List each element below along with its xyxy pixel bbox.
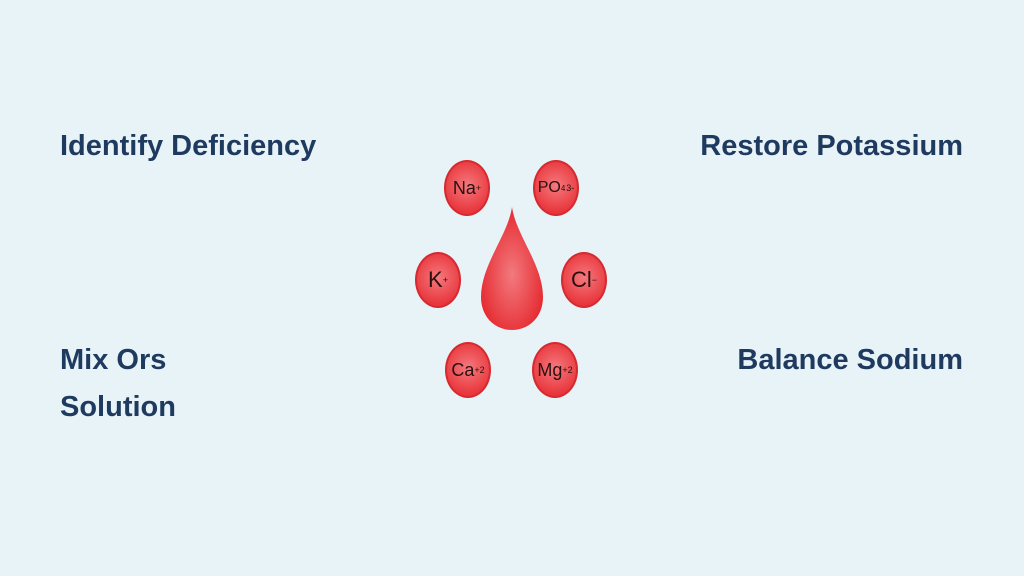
ion-charge: +2 [474,365,485,375]
ion-charge: +2 [562,365,573,375]
ion-symbol: PO [537,179,561,196]
ion-subscript: 4 [560,183,566,193]
ion-magnesium: Mg+2 [532,342,578,398]
step-balance-sodium: Balance Sodium [737,344,963,376]
ion-chloride: Cl− [561,252,607,308]
step-line-2: Solution [60,391,176,423]
ion-symbol: Na [452,177,476,198]
ion-symbol: K [428,267,443,292]
blood-drop-icon [481,207,543,330]
ion-symbol: Cl [570,267,592,292]
ion-calcium: Ca+2 [445,342,491,398]
step-mix-ors-solution: Mix Ors Solution [60,337,176,431]
ion-charge: + [442,275,448,285]
ion-symbol: Ca [451,359,475,380]
step-line-1: Mix Ors [60,344,167,376]
ion-charge: + [475,183,482,193]
step-identify-deficiency: Identify Deficiency [60,130,317,162]
ion-potassium: K+ [415,252,461,308]
ion-symbol: Mg [537,359,563,380]
ion-charge: − [591,275,598,285]
ion-sodium: Na+ [444,160,490,216]
step-restore-potassium: Restore Potassium [700,130,963,162]
ion-charge: 3- [566,183,575,193]
